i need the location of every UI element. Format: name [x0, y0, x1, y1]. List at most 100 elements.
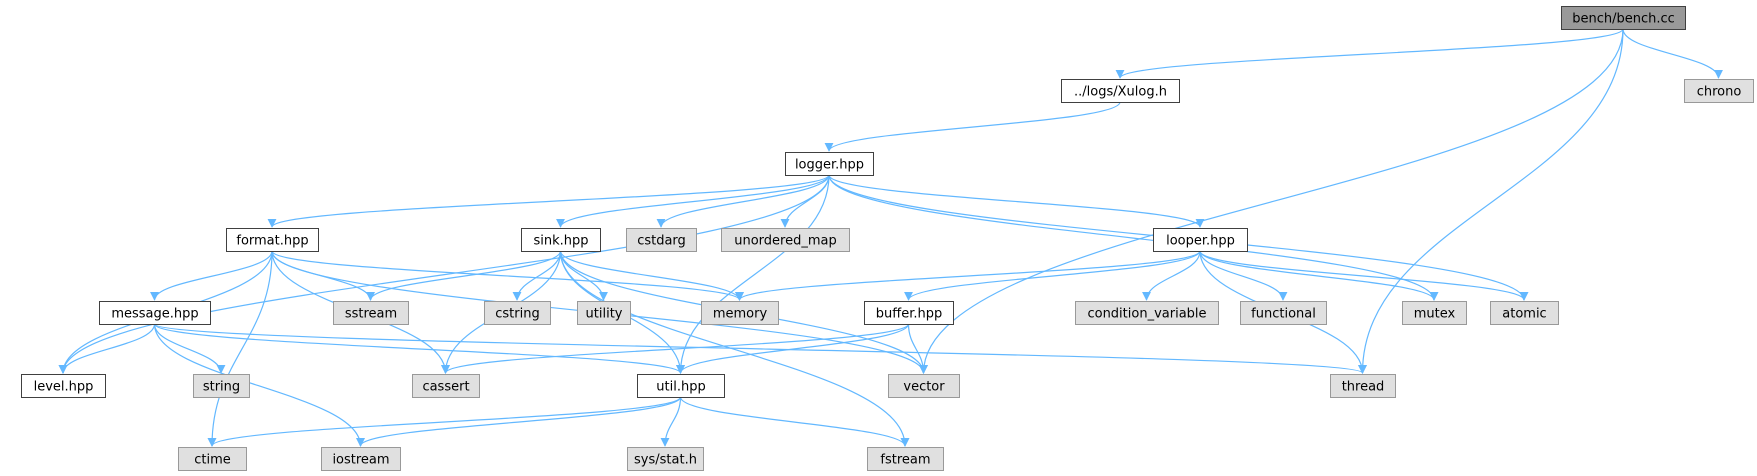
edge-looper-to-memory: [735, 250, 1201, 301]
node-box-vector: [888, 374, 960, 398]
node-ctime: ctime: [178, 447, 247, 471]
edge-xulog-to-logger: [824, 101, 1121, 152]
node-box-xulog: [1061, 79, 1180, 103]
node-box-utility: [577, 301, 631, 325]
edge-bench-to-vector: [919, 28, 1624, 374]
node-logger[interactable]: logger.hpp: [785, 152, 874, 176]
node-box-sysstat: [627, 447, 704, 471]
node-unordered_map: unordered_map: [721, 228, 850, 252]
node-box-mutex: [1402, 301, 1467, 325]
edge-message-to-thread: [153, 323, 1367, 374]
edge-buffer-to-util: [676, 323, 910, 374]
edge-util-to-fstream: [679, 396, 910, 447]
edge-format-to-message: [150, 250, 273, 301]
node-box-looper: [1153, 228, 1248, 252]
edge-bench-to-chrono: [1622, 28, 1723, 79]
node-level[interactable]: level.hpp: [21, 374, 106, 398]
node-format[interactable]: format.hpp: [226, 228, 319, 252]
node-box-ctime: [178, 447, 247, 471]
node-label-logger: logger.hpp: [795, 158, 864, 173]
edge-message-to-util: [153, 323, 685, 374]
node-label-message: message.hpp: [111, 307, 198, 322]
node-label-bench: bench/bench.cc: [1572, 12, 1675, 27]
edge-logger-to-sink: [556, 174, 830, 228]
node-label-atomic: atomic: [1502, 307, 1546, 322]
node-box-unordered_map: [721, 228, 850, 252]
node-box-atomic: [1490, 301, 1559, 325]
file-nodes: bench/bench.cc ../logs/Xulog.h chrono logge…: [21, 6, 1754, 471]
node-label-memory: memory: [713, 307, 768, 322]
node-box-memory: [701, 301, 779, 325]
edge-sink-to-fstream: [559, 250, 910, 447]
edge-sink-to-cstring: [512, 250, 562, 301]
edge-logger-to-looper: [828, 174, 1205, 228]
node-label-ctime: ctime: [194, 453, 231, 468]
node-cstdarg: cstdarg: [626, 228, 697, 252]
edge-logger-to-util: [676, 174, 830, 374]
node-atomic: atomic: [1490, 301, 1559, 325]
edge-looper-to-buffer: [904, 250, 1201, 301]
node-label-unordered_map: unordered_map: [734, 234, 837, 249]
node-box-cstdarg: [626, 228, 697, 252]
node-label-chrono: chrono: [1697, 85, 1742, 100]
edge-sink-to-memory: [559, 250, 744, 301]
node-box-format: [226, 228, 319, 252]
node-label-xulog: ../logs/Xulog.h: [1074, 85, 1167, 100]
node-label-cassert: cassert: [422, 380, 469, 395]
node-box-util: [637, 374, 725, 398]
node-box-iostream: [321, 447, 401, 471]
node-chrono: chrono: [1684, 79, 1754, 103]
node-utility: utility: [577, 301, 631, 325]
node-box-condvar: [1075, 301, 1219, 325]
node-box-thread: [1330, 374, 1396, 398]
node-label-sink: sink.hpp: [533, 234, 588, 249]
edge-message-to-level: [58, 323, 156, 374]
node-vector: vector: [888, 374, 960, 398]
node-util[interactable]: util.hpp: [637, 374, 725, 398]
edge-message-to-string: [153, 323, 226, 374]
node-message[interactable]: message.hpp: [99, 301, 211, 325]
edge-logger-to-level: [58, 174, 830, 374]
edge-util-to-sysstat: [660, 396, 682, 447]
node-cassert: cassert: [412, 374, 480, 398]
node-box-sink: [521, 228, 601, 252]
edge-format-to-memory: [271, 250, 744, 301]
edge-looper-to-atomic: [1199, 250, 1529, 301]
node-xulog[interactable]: ../logs/Xulog.h: [1061, 79, 1180, 103]
node-label-cstring: cstring: [495, 307, 539, 322]
node-label-functional: functional: [1251, 307, 1316, 322]
node-sstream: sstream: [333, 301, 409, 325]
edge-buffer-to-vector: [907, 323, 928, 374]
node-sink[interactable]: sink.hpp: [521, 228, 601, 252]
edge-message-to-iostream: [153, 323, 365, 447]
node-thread: thread: [1330, 374, 1396, 398]
node-bench[interactable]: bench/bench.cc: [1561, 6, 1686, 30]
edge-buffer-to-cassert: [441, 323, 910, 374]
node-label-level: level.hpp: [34, 380, 94, 395]
node-label-vector: vector: [903, 380, 945, 395]
node-iostream: iostream: [321, 447, 401, 471]
node-box-level: [21, 374, 106, 398]
node-label-sstream: sstream: [345, 307, 397, 322]
node-functional: functional: [1240, 301, 1327, 325]
node-box-cstring: [484, 301, 551, 325]
edge-util-to-ctime: [207, 396, 682, 447]
node-label-condvar: condition_variable: [1087, 307, 1206, 322]
node-label-fstream: fstream: [880, 453, 930, 468]
node-cstring: cstring: [484, 301, 551, 325]
node-box-fstream: [867, 447, 944, 471]
node-looper[interactable]: looper.hpp: [1153, 228, 1248, 252]
node-sysstat: sys/stat.h: [627, 447, 704, 471]
node-label-thread: thread: [1342, 380, 1385, 395]
node-box-buffer: [864, 301, 954, 325]
node-buffer[interactable]: buffer.hpp: [864, 301, 954, 325]
node-label-util: util.hpp: [656, 380, 705, 395]
node-label-string: string: [203, 380, 240, 395]
node-label-buffer: buffer.hpp: [876, 307, 942, 322]
node-box-chrono: [1684, 79, 1754, 103]
node-memory: memory: [701, 301, 779, 325]
node-label-mutex: mutex: [1414, 307, 1456, 322]
node-box-logger: [785, 152, 874, 176]
node-box-string: [193, 374, 250, 398]
